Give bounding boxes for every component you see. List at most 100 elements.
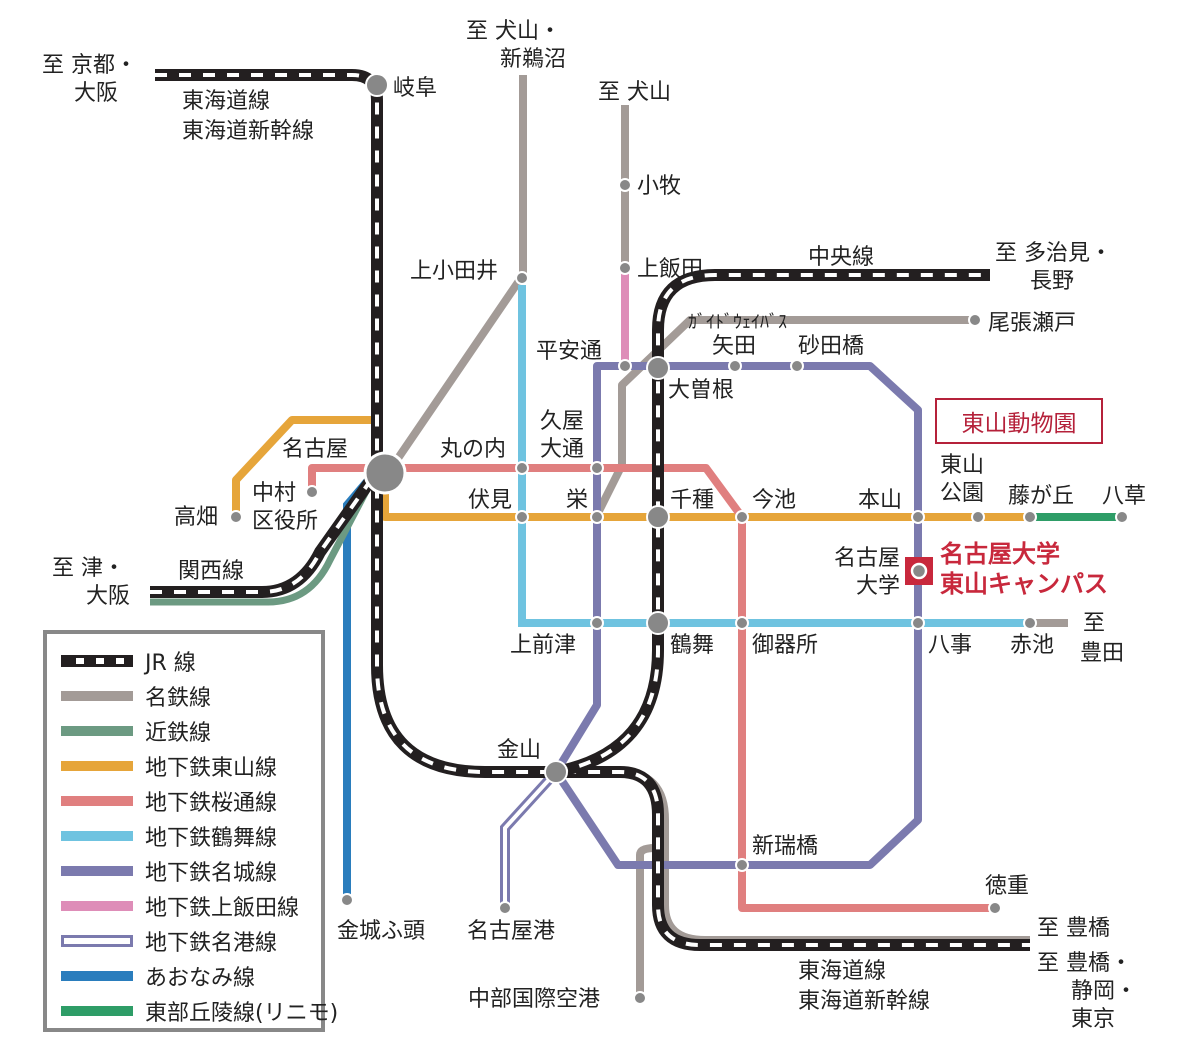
legend-item-tsurumai: 地下鉄鶴舞線 <box>61 821 277 851</box>
legend-swatch-kamiiida <box>61 901 133 911</box>
label-tokushige: 徳重 <box>985 874 1029 899</box>
label-fujigaoka: 藤が丘 <box>1008 484 1074 509</box>
dest-tsu-osaka-1: 至 津・ <box>52 556 125 581</box>
line-name-labels: 東海道線 東海道新幹線 中央線 関西線 東海道線 東海道新幹線 <box>178 89 930 1014</box>
legend-item-kintetsu: 近鉄線 <box>61 716 211 746</box>
label-yada: 矢田 <box>712 334 756 359</box>
label-nagoya-daigaku-1: 名古屋 <box>834 546 900 571</box>
station-dot-heian-dori <box>618 359 632 373</box>
station-dot-tsurumai <box>646 611 670 635</box>
label-yagoto: 八事 <box>928 633 972 658</box>
legend-swatch-tsurumai <box>61 831 133 841</box>
station-labels: 岐阜 上小田井 小牧 上飯田 ｶﾞｲﾄﾞｳｪｲﾊﾞｽ 尾張瀬戸 平安通 矢田 砂… <box>174 76 1146 1012</box>
label-yakusa: 八草 <box>1102 484 1146 509</box>
label-hisaya-odori-1: 久屋 <box>540 409 584 434</box>
legend-label: JR 線 <box>145 651 196 676</box>
station-dot-kanayama <box>544 760 568 784</box>
station-dot-yagoto <box>911 616 925 630</box>
label-marunouchi: 丸の内 <box>440 437 506 462</box>
zoo-label: 東山動物園 <box>961 411 1077 437</box>
meiko-line <box>500 768 560 905</box>
station-dot-takabata <box>229 510 243 524</box>
station-dot-nakamura <box>305 485 319 499</box>
label-kamiiida: 上飯田 <box>637 257 703 282</box>
label-heian-dori: 平安通 <box>536 339 602 364</box>
station-dot-nagoya <box>363 451 407 495</box>
dest-kyoto-osaka-2: 大阪 <box>74 81 118 106</box>
meitetsu-lines <box>386 75 1030 998</box>
kintetsu-line <box>150 478 376 606</box>
dest-toyohashi-shizuoka-tokyo-3: 東京 <box>1071 1007 1115 1032</box>
label-kanayama: 金山 <box>497 738 541 763</box>
label-tsurumai: 鶴舞 <box>670 633 714 658</box>
station-dot-sakae <box>590 510 604 524</box>
line-label-tokaido-north-1: 東海道線 <box>182 89 270 114</box>
station-dot-sunadabashi <box>790 359 804 373</box>
station-dot-motoyama <box>911 510 925 524</box>
label-kamiotai: 上小田井 <box>410 259 498 284</box>
legend-swatch-jr <box>61 655 133 667</box>
aonami-line <box>343 475 374 897</box>
label-kinjo-futo: 金城ふ頭 <box>337 919 425 944</box>
station-dot-fujigaoka <box>1023 510 1037 524</box>
dest-inuyama: 至 犬山 <box>598 80 671 105</box>
label-akaike: 赤池 <box>1010 633 1054 658</box>
line-label-kansai: 関西線 <box>178 559 244 584</box>
dest-tajimi-nagano-2: 長野 <box>1030 269 1074 294</box>
legend-label: 地下鉄名港線 <box>145 931 278 956</box>
station-dot-kamimaezu <box>590 616 604 630</box>
station-dots <box>229 73 1129 1005</box>
legend-item-aonami: あおなみ線 <box>61 961 255 991</box>
station-dot-yakusa <box>1115 510 1129 524</box>
legend-label: 地下鉄名城線 <box>145 861 278 886</box>
legend-item-meitetsu: 名鉄線 <box>61 681 211 711</box>
label-komaki: 小牧 <box>637 174 681 199</box>
legend-label: 近鉄線 <box>145 721 212 746</box>
label-centrair: 中部国際空港 <box>468 987 600 1012</box>
meijo-line <box>552 362 922 869</box>
label-owari-seto: 尾張瀬戸 <box>988 311 1076 336</box>
station-dot-yada <box>728 359 742 373</box>
dest-toyohashi: 至 豊橋 <box>1037 916 1110 941</box>
label-sunadabashi: 砂田橋 <box>798 334 864 359</box>
station-dot-kamiotai <box>515 271 529 285</box>
campus-label-2: 東山キャンパス <box>940 570 1108 598</box>
station-dot-aratamabashi <box>735 858 749 872</box>
legend-item-meiko: 地下鉄名港線 <box>61 926 277 956</box>
legend-label: 名鉄線 <box>145 686 212 711</box>
legend-swatch-meiko <box>61 935 133 947</box>
station-dot-gifu <box>365 73 389 97</box>
label-nagoyako: 名古屋港 <box>467 919 555 944</box>
station-dot-owari-seto <box>968 313 982 327</box>
legend-item-higashiyama: 地下鉄東山線 <box>61 751 277 781</box>
line-label-chuo: 中央線 <box>808 245 874 270</box>
destination-labels: 至 京都・ 大阪 至 犬山・ 新鵜沼 至 犬山 至 多治見・ 長野 至 津・ 大… <box>42 19 1137 1032</box>
dest-toyohashi-shizuoka-tokyo-1: 至 豊橋・ <box>1037 951 1132 976</box>
station-dot-ozone <box>646 356 670 380</box>
meitetsu-seto-line <box>593 316 975 517</box>
dest-tsu-osaka-2: 大阪 <box>86 584 130 609</box>
dest-tajimi-nagano-1: 至 多治見・ <box>995 241 1112 266</box>
line-label-tokaido-north-2: 東海道新幹線 <box>182 119 314 144</box>
legend-item-sakuradori: 地下鉄桜通線 <box>61 786 277 816</box>
legend-swatch-sakuradori <box>61 796 133 806</box>
label-nakamura-2: 区役所 <box>252 509 318 534</box>
dest-toyota-1: 至 <box>1083 611 1105 636</box>
legend-item-meijo: 地下鉄名城線 <box>61 856 277 886</box>
label-guideway: ｶﾞｲﾄﾞｳｪｲﾊﾞｽ <box>688 312 787 333</box>
campus-label: 名古屋大学 東山キャンパス <box>940 540 1108 598</box>
label-gokiso: 御器所 <box>752 633 818 658</box>
station-dot-centrair <box>633 991 647 1005</box>
station-dot-kamiiida <box>618 261 632 275</box>
station-dot-nagoyako <box>498 901 512 915</box>
label-nagoya: 名古屋 <box>282 437 348 462</box>
legend-item-jr: JR 線 <box>61 646 196 676</box>
label-sakae: 栄 <box>566 488 588 513</box>
station-dot-hisaya-odori <box>590 461 604 475</box>
station-dot-fushimi <box>515 510 529 524</box>
station-dot-komaki <box>618 178 632 192</box>
station-dot-marunouchi <box>515 461 529 475</box>
line-label-tokaido-south-1: 東海道線 <box>798 959 886 984</box>
legend-label: 地下鉄上飯田線 <box>145 896 300 921</box>
